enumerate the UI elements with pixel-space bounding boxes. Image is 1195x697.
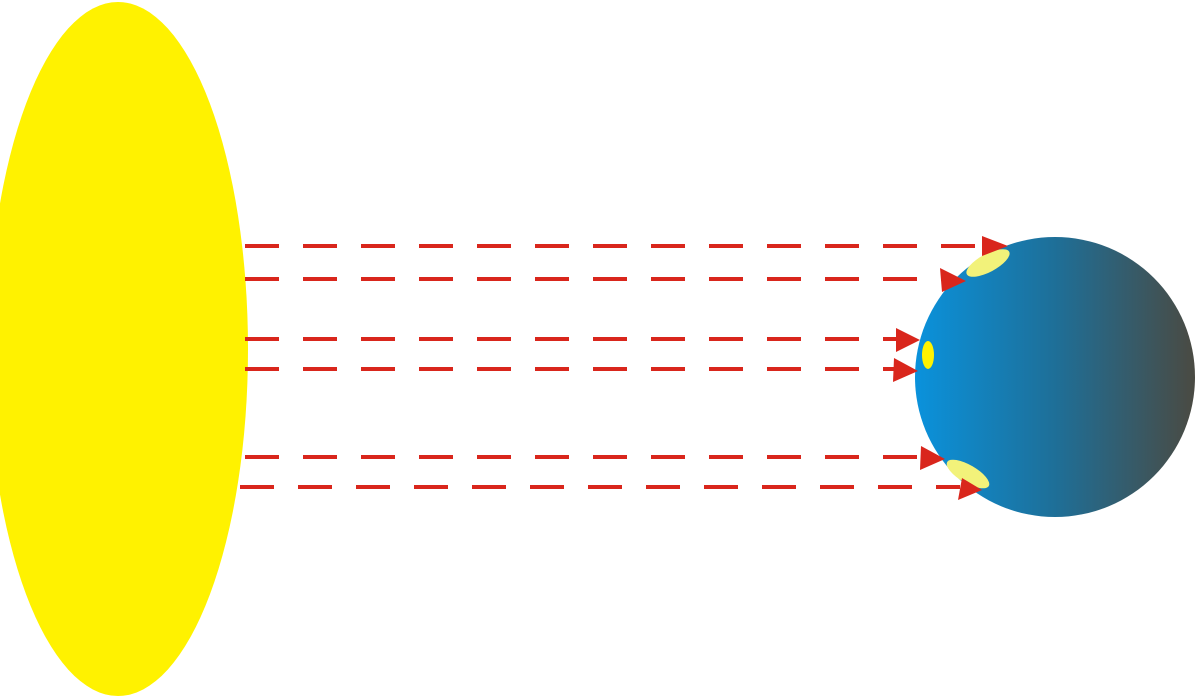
illuminated-spot-bottom	[946, 459, 990, 489]
illuminated-spots	[922, 249, 1010, 489]
illuminated-spot-top	[966, 249, 1010, 277]
triangle-arrowhead-icon	[958, 478, 982, 500]
triangle-arrowhead-icon	[940, 268, 966, 292]
sun-ellipse-icon	[0, 2, 248, 696]
triangle-arrowhead-icon	[896, 328, 920, 352]
triangle-arrowhead-icon	[893, 358, 918, 382]
light-rays	[240, 236, 1008, 500]
earth-sphere-icon	[915, 237, 1195, 517]
illuminated-spot-middle	[922, 341, 934, 369]
triangle-arrowhead-icon	[982, 236, 1008, 256]
triangle-arrowhead-icon	[920, 446, 945, 470]
